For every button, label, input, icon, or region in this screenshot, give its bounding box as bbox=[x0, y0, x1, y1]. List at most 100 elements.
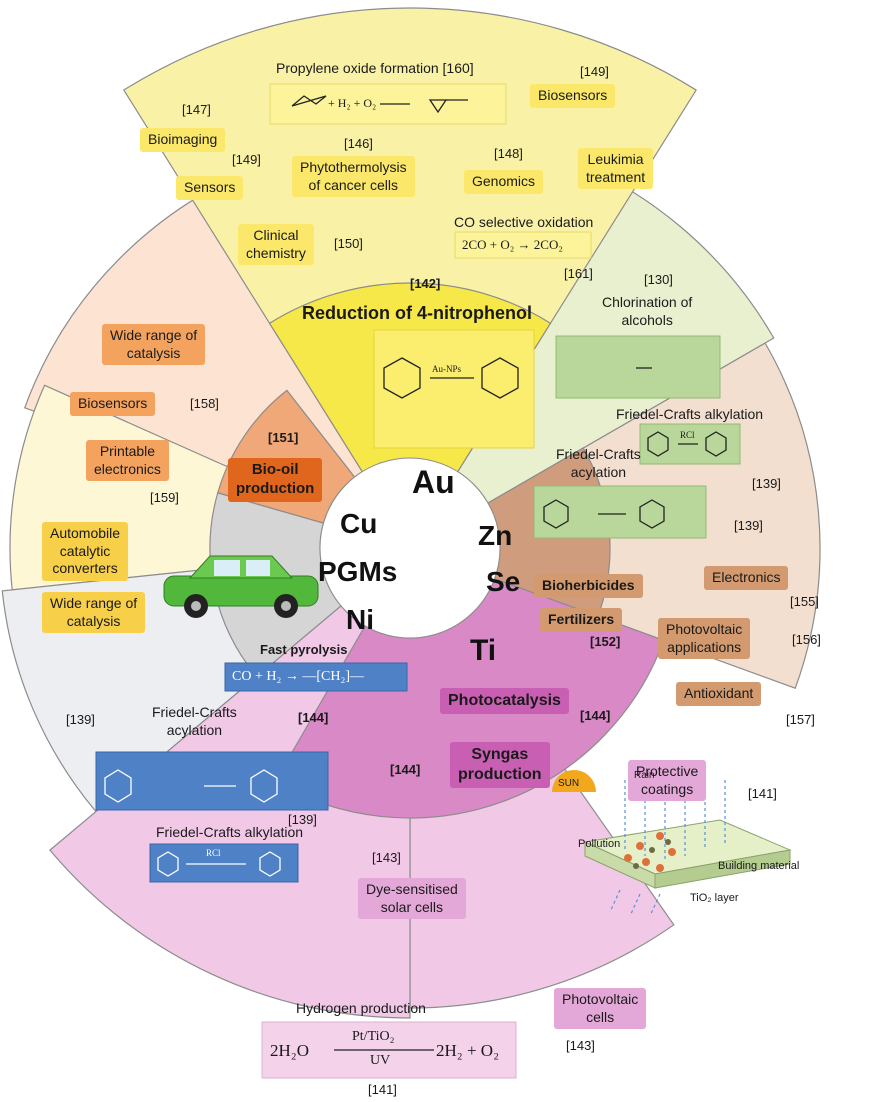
ni-acyl-line1: Friedel-Crafts bbox=[152, 704, 237, 720]
ni-acyl-product-icon bbox=[250, 769, 278, 803]
chlor-line1: Chlorination of bbox=[602, 294, 693, 310]
ref-149-mid: [149] bbox=[232, 152, 261, 167]
zn-acyl-product-icon bbox=[639, 499, 665, 529]
zn-alk-benzene-icon bbox=[647, 431, 669, 457]
zn-acyl-line1: Friedel-Crafts bbox=[556, 446, 641, 462]
coating-illustration bbox=[583, 772, 792, 917]
ni-acylation-title: Friedel-Crafts acylation bbox=[152, 704, 237, 739]
dye-line2: solar cells bbox=[380, 898, 444, 915]
pgms-wide-line1: Wide range of bbox=[50, 595, 138, 611]
ref-150: [150] bbox=[334, 236, 363, 251]
car-illustration bbox=[163, 555, 319, 618]
sun-label: SUN bbox=[558, 778, 580, 789]
tag-automobile-converters: Automobile catalytic converters bbox=[42, 522, 129, 581]
ref-155: [155] bbox=[790, 594, 819, 609]
auto-line2: catalytic bbox=[59, 542, 111, 559]
tag-wide-catalysis-cu: Wide range of catalysis bbox=[102, 324, 206, 365]
cu-wide-line1: Wide range of bbox=[110, 327, 198, 343]
ref-144-ni: [144] bbox=[298, 710, 329, 725]
tag-syngas: Syngas production bbox=[450, 742, 550, 788]
metal-label-se: Se bbox=[486, 566, 521, 597]
tag-phytothermolysis: Phytothermolysis of cancer cells bbox=[292, 156, 415, 197]
ref-139-zn-b: [139] bbox=[734, 518, 763, 533]
se-pv-line1: Photovoltaic bbox=[666, 621, 743, 637]
co-oxidation-equation: 2CO + O₂ → 2CO₂ bbox=[462, 237, 563, 252]
ref-130: [130] bbox=[644, 272, 673, 287]
tag-electronics: Electronics bbox=[704, 566, 789, 590]
ref-141-a: [141] bbox=[748, 786, 777, 801]
se-pv-line2: applications bbox=[667, 638, 742, 655]
ti-pv-line1: Photovoltaic bbox=[562, 991, 639, 1007]
chlor-line2: alcohols bbox=[621, 311, 673, 328]
printable-line2: electronics bbox=[94, 460, 161, 477]
hydrogen-title: Hydrogen production bbox=[296, 1000, 426, 1016]
tag-protective-coatings: Protective coatings bbox=[628, 760, 707, 801]
tag-bioimaging: Bioimaging bbox=[140, 128, 226, 152]
tag-fertilizers: Fertilizers bbox=[540, 608, 623, 632]
ref-144-ti-b: [144] bbox=[390, 762, 421, 777]
ref-141-b: [141] bbox=[368, 1082, 397, 1097]
ref-147: [147] bbox=[182, 102, 211, 117]
tag-photovoltaic-cells: Photovoltaic cells bbox=[554, 988, 647, 1029]
ni-alkylation-reaction-box bbox=[149, 843, 299, 883]
protective-line1: Protective bbox=[636, 763, 699, 779]
center-circle bbox=[319, 457, 501, 639]
metal-label-zn: Zn bbox=[478, 520, 513, 551]
ref-143-a: [143] bbox=[372, 850, 401, 865]
ref-139-zn-a: [139] bbox=[752, 476, 781, 491]
ref-142: [142] bbox=[410, 276, 441, 291]
nitrophenol-title: Reduction of 4-nitrophenol bbox=[302, 303, 532, 323]
ni-acyl-line2: acylation bbox=[166, 721, 223, 738]
h2-condition: UV bbox=[370, 1053, 391, 1068]
ref-156: [156] bbox=[792, 632, 821, 647]
ref-149-top: [149] bbox=[580, 64, 609, 79]
protective-line2: coatings bbox=[641, 780, 694, 797]
ref-143-b: [143] bbox=[566, 1038, 595, 1053]
tag-photocatalysis: Photocatalysis bbox=[440, 688, 569, 714]
ni-acylation-reaction-box bbox=[95, 751, 329, 811]
ref-144-ti-a: [144] bbox=[580, 708, 611, 723]
tag-biosensors-cu: Biosensors bbox=[70, 392, 156, 416]
ni-alk-benzene-icon bbox=[157, 851, 179, 877]
nitrophenol-reaction-box bbox=[373, 329, 535, 449]
ref-157: [157] bbox=[786, 712, 815, 727]
ref-139-ni-b: [139] bbox=[288, 812, 317, 827]
h2-catalyst: Pt/TiO₂ bbox=[352, 1029, 395, 1044]
ref-159: [159] bbox=[150, 490, 179, 505]
co-reaction-box bbox=[454, 231, 592, 259]
metal-label-pgms: PGMs bbox=[318, 556, 398, 587]
dye-line1: Dye-sensitised bbox=[366, 881, 458, 897]
ref-152: [152] bbox=[590, 634, 621, 649]
ti-pv-line2: cells bbox=[586, 1008, 615, 1025]
pyrolysis-equation: CO + H₂ → —[CH₂]— bbox=[232, 669, 364, 684]
zn-acyl-benzene-icon bbox=[543, 499, 569, 529]
biooil-line1: Bio-oil bbox=[251, 461, 299, 478]
metal-label-au: Au bbox=[412, 464, 455, 500]
chlorination-title: Chlorination of alcohols bbox=[602, 294, 692, 329]
zn-rcl: RCl bbox=[680, 430, 695, 440]
phyto-line2: of cancer cells bbox=[308, 176, 399, 193]
syngas-line2: production bbox=[458, 766, 542, 783]
propylene-molecule-icon bbox=[291, 95, 327, 107]
ref-139-ni-a: [139] bbox=[66, 712, 95, 727]
tag-sensors: Sensors bbox=[176, 176, 244, 200]
aminophenol-ring-icon bbox=[481, 357, 519, 399]
leukemia-line1: Leukimia bbox=[587, 151, 644, 167]
leukemia-line2: treatment bbox=[586, 168, 646, 185]
building-material-label: Building material bbox=[718, 860, 800, 872]
ref-146: [146] bbox=[344, 136, 373, 151]
cu-wide-line2: catalysis bbox=[126, 344, 181, 361]
tag-dye-sensitised: Dye-sensitised solar cells bbox=[358, 878, 466, 919]
propylene-title: Propylene oxide formation [160] bbox=[276, 60, 474, 76]
printable-line1: Printable bbox=[99, 443, 156, 459]
h2-reactant: 2H₂O bbox=[270, 1041, 309, 1060]
chlorination-reaction-box bbox=[555, 335, 721, 399]
phyto-line1: Phytothermolysis bbox=[300, 159, 407, 175]
tag-wide-catalysis-pgms: Wide range of catalysis bbox=[42, 592, 146, 633]
co-oxidation-title: CO selective oxidation bbox=[454, 214, 594, 230]
ni-alk-product-icon bbox=[259, 851, 281, 877]
tag-photovoltaic-applications: Photovoltaic applications bbox=[658, 618, 751, 659]
ref-151: [151] bbox=[268, 430, 299, 445]
ni-rcl: RCl bbox=[206, 848, 221, 858]
